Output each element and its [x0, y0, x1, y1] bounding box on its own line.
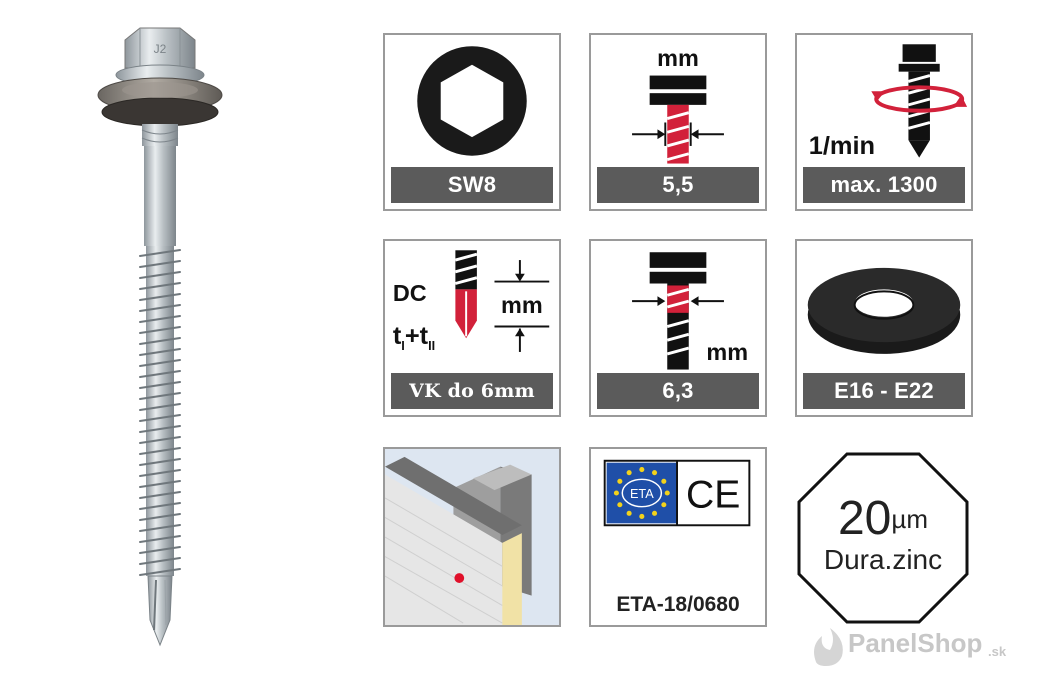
drill-line1: DC: [393, 280, 427, 306]
speed-unit: 1/min: [809, 132, 875, 160]
panelshop-logo: [814, 628, 843, 666]
tile-rotation-speed: 1/min max. 1300: [795, 33, 973, 211]
screw-rotation-icon: 1/min: [809, 44, 968, 160]
sandwich-panel-icon: [385, 449, 559, 625]
svg-text:tI+tII: tI+tII: [393, 322, 435, 353]
tile-drive-size: SW8: [383, 33, 561, 211]
head-marking: J2: [154, 42, 167, 56]
coating-name: Dura.zinc: [823, 544, 943, 575]
thread-label: 6,3: [597, 373, 759, 409]
thread-unit: mm: [706, 339, 748, 365]
screw-diameter-icon: mm: [632, 45, 724, 164]
eta-badge-text: ETA: [630, 487, 654, 501]
washer-label: E16 - E22: [803, 373, 965, 409]
brand-tld: .sk: [988, 644, 1007, 659]
diameter-unit: mm: [657, 45, 699, 71]
tile-certification: ETA CE ETA-18/0680: [589, 447, 767, 627]
ce-mark: CE: [686, 474, 740, 517]
drill-sub1: I: [401, 339, 405, 353]
hex-socket-icon: [417, 46, 527, 156]
sealing-washer-icon: [807, 267, 961, 354]
drive-size-label: SW8: [391, 167, 553, 203]
drill-t2: t: [420, 322, 429, 350]
coating-badge: [797, 452, 969, 624]
thread-diameter-icon: mm: [632, 252, 748, 370]
tile-screw-diameter: mm 5,5: [589, 33, 767, 211]
coating-unit: µm: [891, 504, 929, 534]
speed-label: max. 1300: [803, 167, 965, 203]
drill-sub2: II: [428, 339, 435, 353]
tile-washer: E16 - E22: [795, 239, 973, 417]
self-drilling-screw-image: J2: [97, 27, 223, 647]
tile-application: [383, 447, 561, 627]
tile-drilling-capacity: DC tI+tII mm VK do 6mm: [383, 239, 561, 417]
drill-point-icon: DC tI+tII mm: [393, 250, 550, 353]
brand-name: PanelShop: [848, 628, 983, 658]
certification-marks: ETA CE: [603, 459, 751, 527]
drill-plus: +: [405, 322, 420, 350]
drill-t1: t: [393, 322, 402, 350]
eta-number: ETA-18/0680: [616, 593, 740, 616]
tile-thread-diameter: mm 6,3: [589, 239, 767, 417]
drill-unit: mm: [501, 292, 543, 318]
drill-label: VK do 6mm: [391, 373, 553, 409]
diameter-label: 5,5: [597, 167, 759, 203]
coating-thickness: 20µm: [837, 492, 929, 545]
